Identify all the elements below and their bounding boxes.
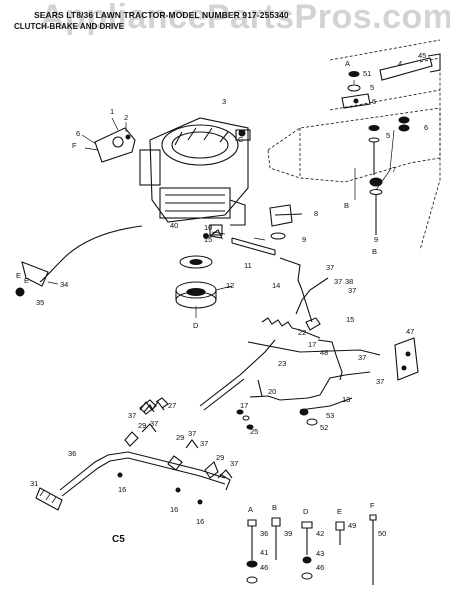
callout-17b: 17 (240, 401, 248, 410)
engine (139, 117, 251, 236)
callout-40: 40 (170, 221, 178, 230)
callout-20: 20 (268, 387, 276, 396)
callout-35: 35 (36, 298, 44, 307)
callout-9b: 9 (374, 235, 378, 244)
callout-6: 6 (372, 97, 376, 106)
brake-rod-linkage (139, 277, 419, 430)
callout-2: 2 (124, 113, 128, 122)
letter-f-bottom: F (370, 501, 375, 510)
callout-36b: 36 (260, 529, 268, 538)
callout-22: 22 (298, 328, 306, 337)
right-brackets (341, 53, 441, 235)
callout-37a: 37 (326, 263, 334, 272)
callout-39: 39 (284, 529, 292, 538)
callout-37c: 37 (348, 286, 356, 295)
callout-5: 5 (370, 83, 374, 92)
callout-49: 49 (348, 521, 356, 530)
lift-rod (35, 404, 233, 511)
spring-27 (139, 401, 165, 411)
callout-6c: 6 (76, 129, 80, 138)
callout-31: 31 (30, 479, 38, 488)
callout-labels: 1 2 3 4 45 51 5 6 5 6 7 6 8 9 9 10 40 15… (30, 51, 428, 572)
callout-7: 7 (392, 165, 396, 174)
callout-12: 12 (226, 281, 234, 290)
clutch-bracket (81, 117, 136, 163)
callout-11: 11 (244, 261, 252, 270)
section-title: CLUTCH-BRAKE AND DRIVE (14, 22, 124, 31)
callout-37d: 37 (358, 353, 366, 362)
letter-e-left2: E (24, 276, 29, 285)
callout-38: 38 (345, 277, 353, 286)
callout-36: 36 (68, 449, 76, 458)
letter-e-bottom: E (337, 507, 342, 516)
callout-15: 15 (204, 235, 212, 244)
callout-13: 13 (342, 395, 350, 404)
callout-16a: 16 (118, 485, 126, 494)
callout-8: 8 (314, 209, 318, 218)
callout-4: 4 (398, 59, 402, 68)
diagram-code: C5 (112, 534, 125, 545)
callout-37j: 37 (230, 459, 238, 468)
letter-e-left: E (16, 271, 21, 280)
callout-41: 41 (260, 548, 268, 557)
letter-a-top: A (345, 59, 350, 68)
callout-27: 27 (168, 401, 176, 410)
callout-29c: 29 (216, 453, 224, 462)
callout-17: 17 (308, 340, 316, 349)
watermark: AppliancePartsPros.com (40, 0, 450, 36)
callout-37b: 37 (334, 277, 342, 286)
callout-1: 1 (110, 107, 114, 116)
callout-6b: 6 (424, 123, 428, 132)
callout-50: 50 (378, 529, 386, 538)
callout-9: 9 (302, 235, 306, 244)
callout-51: 51 (363, 69, 371, 78)
callout-34: 34 (60, 280, 68, 289)
callout-16c: 16 (196, 517, 204, 526)
callout-37h: 37 (200, 439, 208, 448)
idler-rod-parts (203, 204, 313, 323)
hardware-bolts (246, 514, 377, 585)
callout-10: 10 (204, 223, 212, 232)
callout-52: 52 (320, 423, 328, 432)
callout-15b: 15 (346, 315, 354, 324)
callout-37e: 37 (376, 377, 384, 386)
letter-f-left: F (72, 141, 77, 150)
callout-46a: 46 (260, 563, 268, 572)
diagram-title: SEARS LT8/36 LAWN TRACTOR-MODEL NUMBER 9… (34, 10, 289, 20)
callout-14: 14 (272, 281, 280, 290)
callout-42: 42 (316, 529, 324, 538)
throttle-cable (15, 225, 143, 297)
letter-c-engine: C (238, 135, 244, 144)
callout-29b: 29 (176, 433, 184, 442)
callout-37f: 37 (128, 411, 136, 420)
letter-d-pulley: D (193, 321, 199, 330)
callout-47: 47 (406, 327, 414, 336)
callout-37g: 37 (150, 419, 158, 428)
callout-53: 53 (326, 411, 334, 420)
callout-5b: 5 (386, 131, 390, 140)
callout-25: 25 (250, 427, 258, 436)
callout-37i: 37 (188, 429, 196, 438)
pulley-assembly (175, 255, 233, 318)
callout-45: 45 (418, 51, 426, 60)
letter-d-bottom: D (303, 507, 309, 516)
letter-b-right: B (344, 201, 349, 210)
callout-23: 23 (278, 359, 286, 368)
callout-48: 48 (320, 348, 328, 357)
callout-46b: 46 (316, 563, 324, 572)
callout-29a: 29 (138, 421, 146, 430)
callout-3: 3 (222, 97, 226, 106)
letter-b-bottom: B (272, 503, 277, 512)
callout-16b: 16 (170, 505, 178, 514)
callout-43: 43 (316, 549, 324, 558)
connector-letters: A B B F C E E D A B D E F (16, 59, 377, 516)
letter-b-right2: B (372, 247, 377, 256)
letter-a-bottom: A (248, 505, 253, 514)
